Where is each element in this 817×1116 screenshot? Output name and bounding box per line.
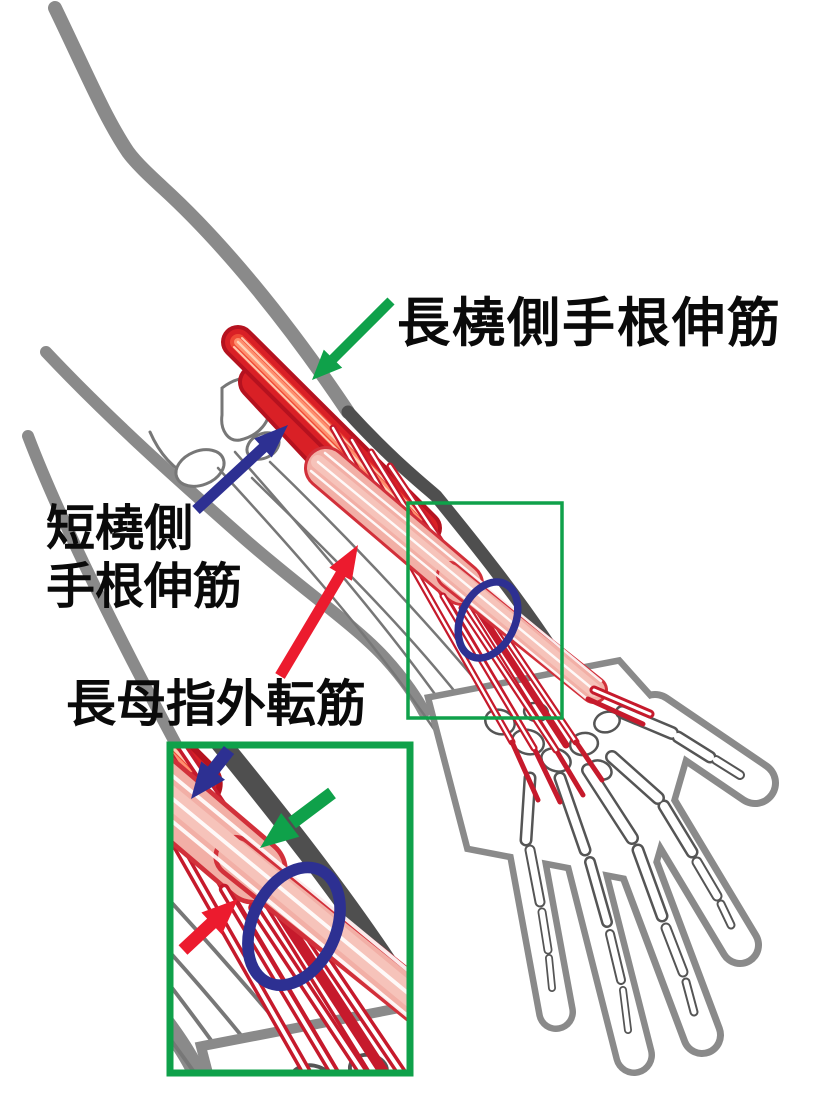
inset-blue-arrow-icon <box>191 745 235 799</box>
hand-bones <box>519 705 745 1034</box>
arm-contours <box>22 1 662 754</box>
inset-green-arrow-icon <box>260 787 336 848</box>
inset-border <box>166 741 414 1077</box>
label-ecrl: 長橈側手根伸筋 <box>397 293 782 354</box>
highlight-box <box>406 501 564 720</box>
red-arrow-icon <box>275 545 358 679</box>
label-apl: 長母指外転筋 <box>66 675 366 733</box>
label-ecrb-line1: 短橈側 <box>46 500 193 557</box>
green-arrow-icon <box>312 297 395 380</box>
label-ecrb-line2: 手根伸筋 <box>46 558 242 615</box>
blue-arrow-icon <box>192 425 288 515</box>
crossing-ellipse <box>454 578 522 662</box>
inset-red-arrow-icon <box>178 899 238 955</box>
